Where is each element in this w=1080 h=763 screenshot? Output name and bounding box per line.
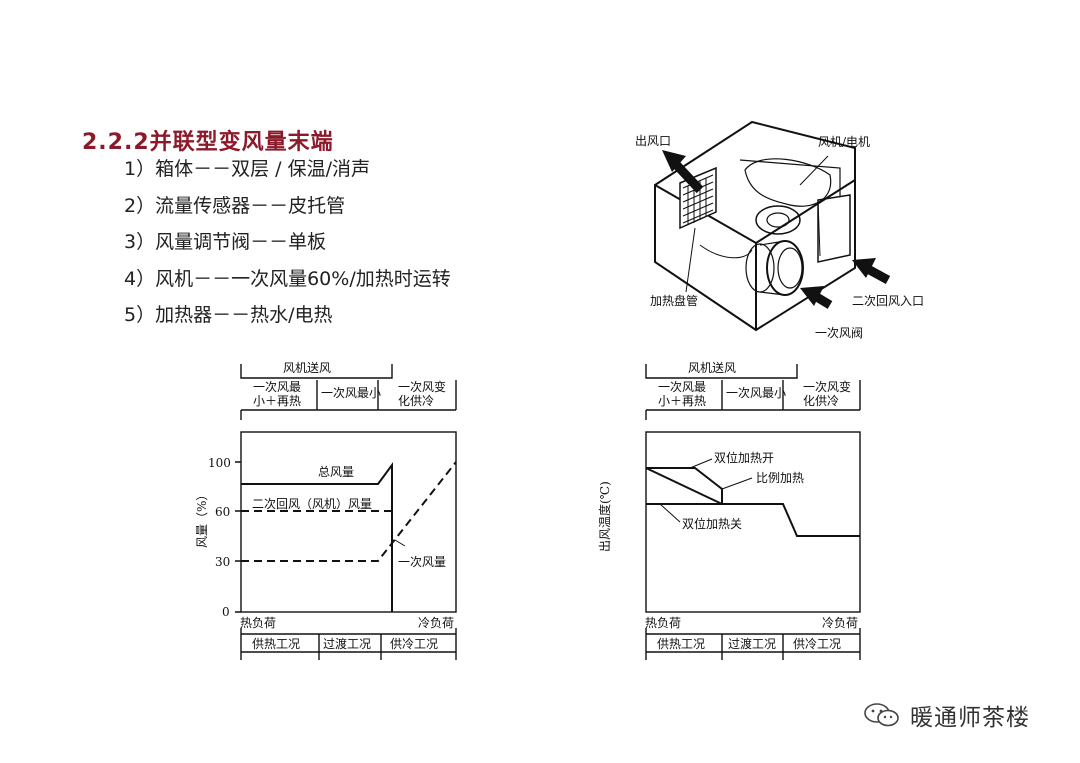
temp-left-label: 热负荷 xyxy=(645,616,681,630)
label-primary-damper: 一次风阀 xyxy=(815,326,863,340)
airflow-header-col1-line2: 小＋再热 xyxy=(253,394,301,408)
temp-header-top: 风机送风 xyxy=(688,360,736,375)
temp-footer-col3: 供冷工况 xyxy=(793,637,841,651)
wechat-icon xyxy=(864,703,899,727)
label-heating-coil: 加热盘管 xyxy=(650,293,698,308)
airflow-ylabel: 风量（%） xyxy=(195,489,209,548)
list-item: 1）箱体－－双层 / 保温/消声 xyxy=(124,158,370,180)
temp-header-col3-line2: 化供冷 xyxy=(803,394,839,408)
temp-header-col1-line1: 一次风最 xyxy=(658,380,706,394)
list-item: 5）加热器－－热水/电热 xyxy=(124,304,333,326)
airflow-arrows xyxy=(662,150,891,309)
watermark: 暖通师茶楼 xyxy=(862,700,1030,731)
temp-right-label: 冷负荷 xyxy=(822,616,858,630)
airflow-chart: 风机送风 一次风最 小＋再热 一次风最小 一次风变 化供冷 100 60 30 … xyxy=(195,360,457,660)
temp-footer-col1: 供热工况 xyxy=(657,637,705,651)
airflow-header-col3-line2: 化供冷 xyxy=(398,394,434,408)
ytick-0: 0 xyxy=(222,605,230,619)
label-proportional-heating: 比例加热 xyxy=(756,471,804,485)
temp-header-col3-line1: 一次风变 xyxy=(803,379,851,394)
temp-ylabel: 出风温度(℃) xyxy=(597,481,612,552)
label-total-airflow: 总风量 xyxy=(318,465,354,479)
airflow-footer-col3: 供冷工况 xyxy=(390,637,438,651)
list-item: 3）风量调节阀－－单板 xyxy=(124,231,327,253)
ytick-30: 30 xyxy=(215,555,230,569)
label-primary-airflow: 一次风量 xyxy=(398,555,446,569)
airflow-header-col2: 一次风最小 xyxy=(321,386,381,400)
temp-footer-col2: 过渡工况 xyxy=(728,636,776,651)
airflow-right-label: 冷负荷 xyxy=(418,616,454,630)
temp-header-col1-line2: 小＋再热 xyxy=(658,394,706,408)
temperature-chart: 出风温度(℃) 风机送风 一次风最 小＋再热 一次风最小 一次风变 化供冷 双位… xyxy=(597,360,861,660)
label-heating-off: 双位加热关 xyxy=(682,516,742,531)
airflow-left-label: 热负荷 xyxy=(240,616,276,630)
ytick-60: 60 xyxy=(215,505,230,519)
airflow-header-top: 风机送风 xyxy=(283,360,331,375)
section-title: 2.2.2并联型变风量末端 xyxy=(82,130,334,155)
label-heating-on: 双位加热开 xyxy=(714,450,774,465)
airflow-header-col1-line1: 一次风最 xyxy=(253,380,301,394)
label-outlet: 出风口 xyxy=(635,134,671,148)
list-item: 2）流量传感器－－皮托管 xyxy=(124,194,346,217)
component-list: 1）箱体－－双层 / 保温/消声 2）流量传感器－－皮托管 3）风量调节阀－－单… xyxy=(124,154,451,337)
airflow-footer-col2: 过渡工况 xyxy=(323,636,371,651)
ytick-100: 100 xyxy=(208,456,231,470)
airflow-header-col3-line1: 一次风变 xyxy=(398,379,446,394)
watermark-text: 暖通师茶楼 xyxy=(910,705,1030,731)
label-fan-motor: 风机/电机 xyxy=(818,135,870,149)
label-secondary-airflow: 二次回风（风机）风量 xyxy=(252,497,372,511)
temp-header-col2: 一次风最小 xyxy=(726,386,786,400)
airflow-footer-col1: 供热工况 xyxy=(252,637,300,651)
vav-box-diagram xyxy=(654,120,856,332)
label-secondary-inlet: 二次回风入口 xyxy=(852,294,924,308)
list-item: 4）风机－－一次风量60%/加热时运转 xyxy=(124,267,451,290)
